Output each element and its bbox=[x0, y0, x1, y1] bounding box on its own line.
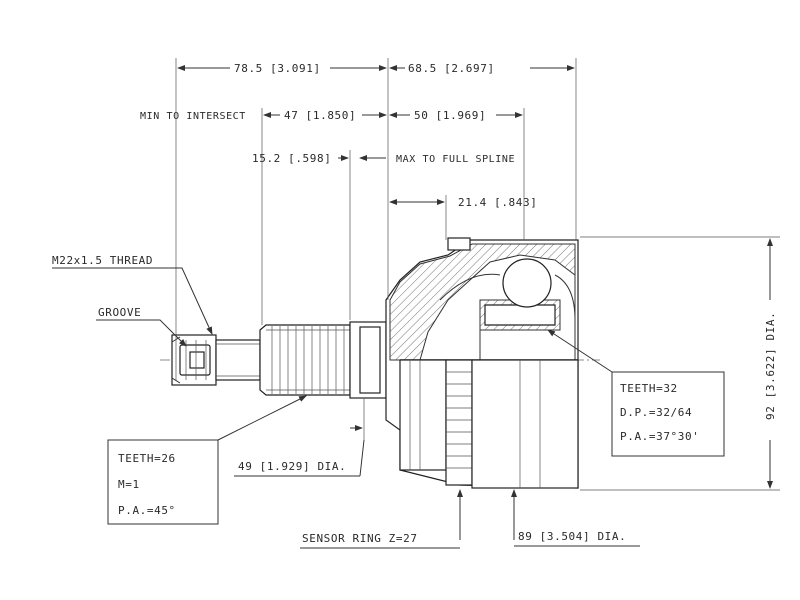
dim-shaft-dia: 49 [1.929] DIA. bbox=[238, 460, 346, 473]
thread-label: M22x1.5 THREAD bbox=[52, 254, 153, 267]
groove-label: GROOVE bbox=[98, 306, 141, 319]
sensor-ring-label: SENSOR RING Z=27 bbox=[302, 532, 418, 545]
left-module: M=1 bbox=[118, 478, 140, 491]
dim-ring-dia: 89 [3.504] DIA. bbox=[518, 530, 626, 543]
dim-right-50: 50 [1.969] bbox=[414, 109, 486, 122]
callout-labels: M22x1.5 THREAD GROOVE SENSOR RING Z=27 bbox=[52, 254, 460, 549]
dim-min-intersect-label: MIN TO INTERSECT bbox=[140, 111, 246, 122]
dim-max-full-spline: MAX TO FULL SPLINE bbox=[396, 154, 515, 165]
dim-outer-dia: 92 [3.622] DIA. bbox=[764, 312, 777, 420]
cv-joint-part bbox=[160, 237, 600, 489]
dimension-lines bbox=[52, 58, 780, 540]
right-pressure-angle: P.A.=37°30' bbox=[620, 430, 699, 443]
right-teeth: TEETH=32 bbox=[620, 382, 678, 395]
dimension-labels: 78.5 [3.091] 68.5 [2.697] MIN TO INTERSE… bbox=[140, 62, 777, 547]
sensor-ring-section bbox=[399, 359, 579, 489]
groove-neck bbox=[215, 339, 261, 381]
threaded-stub bbox=[171, 334, 217, 386]
dim-min-intersect-value: 47 [1.850] bbox=[284, 109, 356, 122]
cage-ball bbox=[502, 258, 552, 308]
dim-overall-right: 68.5 [2.697] bbox=[408, 62, 495, 75]
dim-bell-offset: 21.4 [.843] bbox=[458, 196, 537, 209]
right-diametral-pitch: D.P.=32/64 bbox=[620, 406, 692, 419]
left-teeth: TEETH=26 bbox=[118, 452, 176, 465]
splined-shaft bbox=[259, 324, 351, 396]
dim-spline-offset: 15.2 [.598] bbox=[252, 152, 331, 165]
spline-spec-box-left: TEETH=26 M=1 P.A.=45° bbox=[107, 439, 219, 525]
dim-overall-left: 78.5 [3.091] bbox=[234, 62, 321, 75]
left-pressure-angle: P.A.=45° bbox=[118, 504, 176, 517]
spline-spec-box-right: TEETH=32 D.P.=32/64 P.A.=37°30' bbox=[611, 371, 725, 457]
